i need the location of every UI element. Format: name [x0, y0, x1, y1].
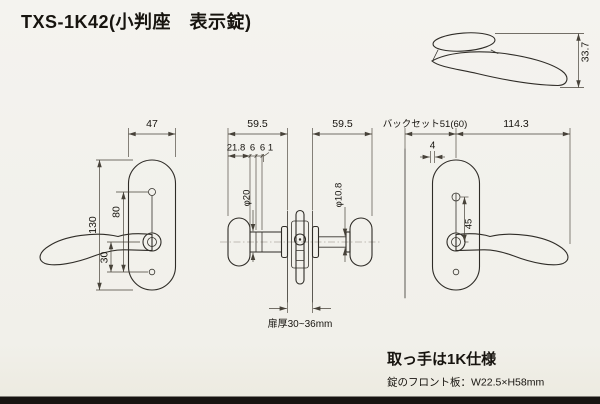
tick — [248, 153, 252, 159]
section-view: 59.5 59.5 21.8 6 6 1 φ20 φ10.8 扉厚30~36mm — [220, 118, 380, 330]
screw-hole — [148, 268, 156, 276]
tick — [254, 153, 258, 159]
dim-screw-pitch: 80 — [111, 206, 123, 218]
dim-washer: 1 — [268, 143, 273, 154]
door-thickness-note: 扉厚30~36mm — [268, 317, 333, 330]
latch-case — [291, 220, 309, 269]
dim-hub-diameter: φ20 — [242, 190, 253, 207]
escutcheon-plate — [127, 159, 177, 291]
dim-collar: 6 — [250, 143, 255, 154]
neck-line — [432, 49, 439, 61]
lever-grip-profile — [431, 51, 568, 87]
note-front-plate-size: 錠のフロント板：W22.5×H58mm — [387, 376, 544, 389]
dim-lever-length: 114.3 — [503, 118, 529, 130]
dim-grip-thickness: 21.8 — [227, 143, 246, 154]
dim-plate-height: 130 — [87, 216, 99, 234]
notes: 取っ手は1K仕様 錠のフロント板：W22.5×H58mm — [387, 350, 544, 389]
neck-line — [490, 49, 499, 54]
right-lever-end-view — [349, 217, 373, 267]
dim-left-depth: 59.5 — [247, 118, 268, 130]
escutcheon-plate — [431, 159, 481, 291]
dim-backset: バックセット51(60) — [383, 119, 467, 130]
dim-rose: 6 — [260, 143, 265, 154]
outside-front-view: 47 130 80 30 — [39, 118, 177, 291]
scan-edge — [0, 396, 600, 404]
inside-front-view: バックセット51(60) 114.3 4 45 — [383, 118, 571, 299]
dim-plate-width: 47 — [146, 118, 158, 130]
right-rose — [311, 225, 320, 259]
dim-right-depth: 59.5 — [332, 118, 353, 130]
latch-bolt — [295, 250, 305, 261]
note-handle-spec: 取っ手は1K仕様 — [387, 350, 497, 368]
screw-hole — [452, 268, 460, 276]
spindle-hole — [293, 233, 307, 246]
lever-side-view: 33.7 — [431, 32, 592, 88]
left-lever-end-view — [227, 217, 251, 267]
dim-center-to-indicator: 45 — [464, 219, 475, 230]
spindle-center — [298, 238, 302, 241]
emergency-release-hole — [148, 188, 156, 196]
rose-edge-profile — [432, 32, 496, 52]
dim-lever-height: 33.7 — [580, 42, 592, 63]
dim-spindle-diameter: φ10.8 — [334, 183, 345, 208]
lever-handle — [455, 233, 569, 266]
leader-line — [263, 152, 270, 157]
front-plate-strip — [295, 209, 305, 285]
dim-handle-to-screw: 30 — [99, 252, 111, 264]
page-title: TXS-1K42(小判座 表示錠) — [21, 11, 252, 32]
tick — [260, 153, 264, 159]
dim-clearance: 4 — [430, 141, 436, 152]
